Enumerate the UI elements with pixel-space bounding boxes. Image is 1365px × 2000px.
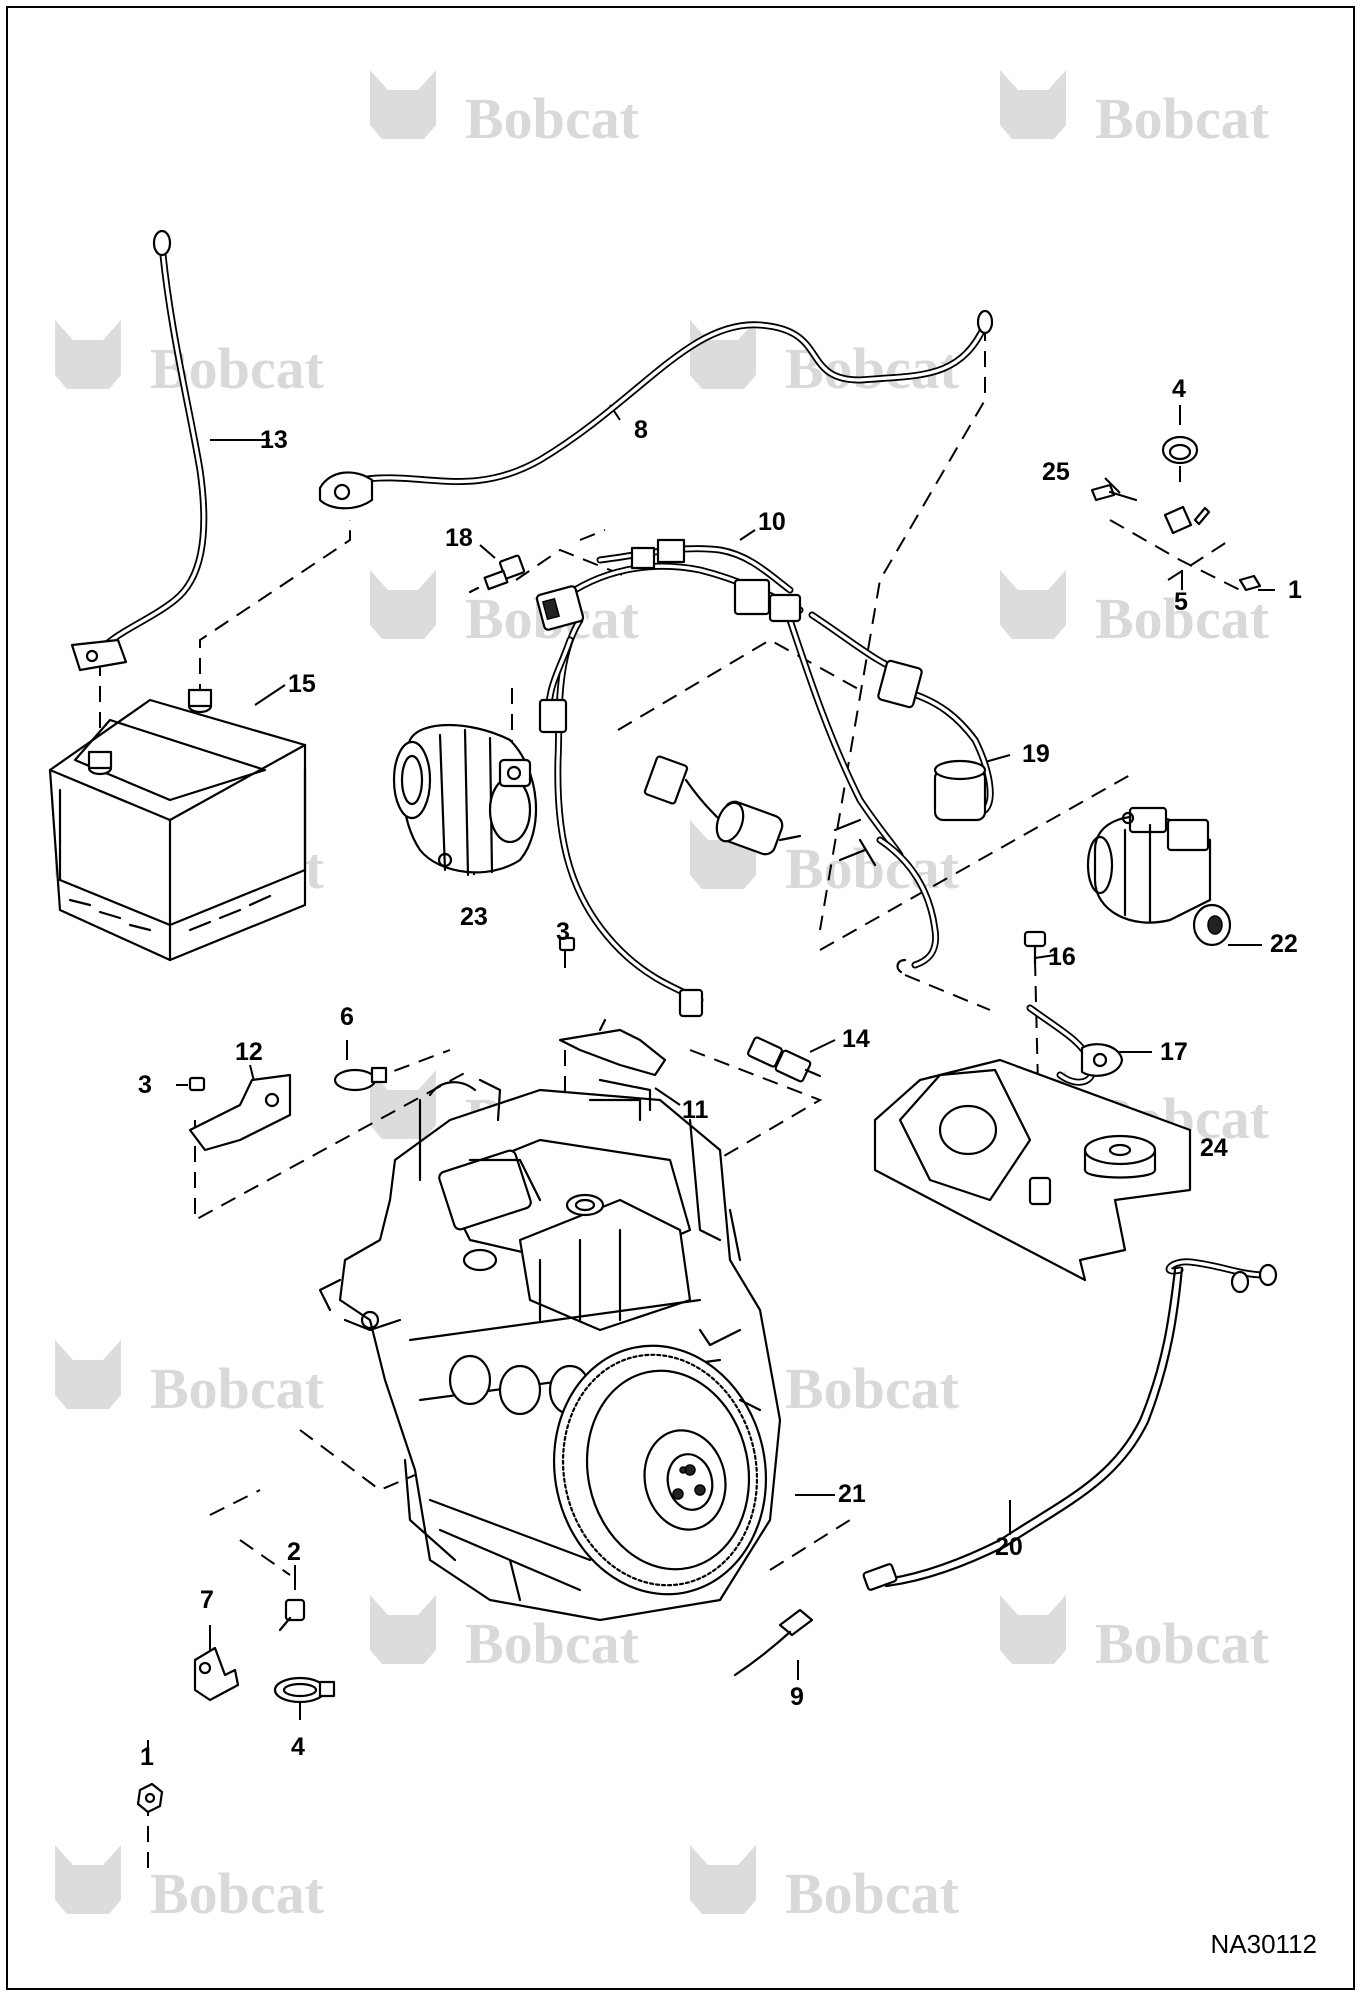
callout-24: 24 xyxy=(1200,1134,1228,1162)
callout-19: 19 xyxy=(1022,740,1050,768)
callout-15: 15 xyxy=(288,670,316,698)
watermark-text: Bobcat xyxy=(785,336,960,401)
watermark-text: Bobcat xyxy=(150,1861,325,1926)
watermark-text: Bobcat xyxy=(785,1861,960,1926)
sensor-cable xyxy=(733,1258,1278,1677)
battery xyxy=(48,688,307,962)
engine-mount-plate xyxy=(873,1058,1192,1282)
bobcat-logo-icon xyxy=(690,320,756,389)
bobcat-watermark: Bobcat xyxy=(1000,70,1270,151)
callout-10: 10 xyxy=(758,508,786,536)
positive-battery-cable xyxy=(318,309,994,510)
callout-3b: 3 xyxy=(138,1071,152,1099)
bobcat-logo-icon xyxy=(55,1340,121,1409)
watermark-text: Bobcat xyxy=(465,86,640,151)
bobcat-logo-icon xyxy=(370,570,436,639)
watermark-text: Bobcat xyxy=(1095,586,1270,651)
callout-21: 21 xyxy=(838,1480,866,1508)
bobcat-logo-icon xyxy=(55,320,121,389)
bobcat-logo-icon xyxy=(690,820,756,889)
watermark-text: Bobcat xyxy=(785,1356,960,1421)
callout-17: 17 xyxy=(1160,1038,1188,1066)
starter-motor xyxy=(1086,806,1232,947)
diagram-border xyxy=(6,6,1355,1990)
callout-4: 4 xyxy=(1172,375,1186,403)
watermark-text: Bobcat xyxy=(465,1611,640,1676)
callout-12: 12 xyxy=(235,1038,263,1066)
bobcat-watermark: Bobcat xyxy=(370,70,640,151)
solenoid-assembly xyxy=(643,755,802,856)
bobcat-logo-icon xyxy=(690,1845,756,1914)
callout-1b: 1 xyxy=(140,1743,154,1771)
ground-strap xyxy=(1023,930,1124,1086)
callout-8: 8 xyxy=(634,416,648,444)
bobcat-watermark: Bobcat xyxy=(1000,570,1270,651)
bobcat-watermark: Bobcat xyxy=(690,320,960,401)
bobcat-logo-icon xyxy=(55,1845,121,1914)
bobcat-watermark: Bobcat xyxy=(690,1845,960,1926)
callout-7: 7 xyxy=(200,1586,214,1614)
harness-brackets xyxy=(188,936,667,1152)
bobcat-watermark: Bobcat xyxy=(55,1845,325,1926)
engine-underside-lines xyxy=(403,1458,522,1602)
temperature-sensor xyxy=(468,554,526,594)
callout-1: 1 xyxy=(1288,576,1302,604)
document-number: NA30112 xyxy=(1210,1929,1318,1959)
callout-20: 20 xyxy=(995,1533,1023,1561)
callout-18: 18 xyxy=(445,524,473,552)
engine xyxy=(318,1078,782,1622)
watermark-text: Bobcat xyxy=(1095,86,1270,151)
wiring-harness xyxy=(535,538,940,1018)
bobcat-watermark: Bobcat xyxy=(55,320,325,401)
callout-5: 5 xyxy=(1174,588,1188,616)
watermark-text: Bobcat xyxy=(785,836,960,901)
oil-pressure-switch xyxy=(747,1036,822,1083)
bobcat-watermark: Bobcat xyxy=(55,1340,325,1421)
fuel-shutoff-solenoid xyxy=(877,659,994,822)
watermark-text: Bobcat xyxy=(150,1356,325,1421)
callout-3: 3 xyxy=(556,918,570,946)
clamp-and-bracket-top xyxy=(1090,435,1262,592)
callout-23: 23 xyxy=(460,903,488,931)
bobcat-watermark: Bobcat xyxy=(690,820,960,901)
callout-14: 14 xyxy=(842,1025,870,1053)
callout-9: 9 xyxy=(790,1683,804,1711)
negative-battery-cable xyxy=(70,229,208,672)
bobcat-logo-icon xyxy=(1000,1595,1066,1664)
callout-6: 6 xyxy=(340,1003,354,1031)
callout-25: 25 xyxy=(1042,458,1070,486)
callout-2: 2 xyxy=(287,1538,301,1566)
callout-13: 13 xyxy=(260,426,288,454)
callout-11: 11 xyxy=(682,1096,709,1124)
watermark-text: Bobcat xyxy=(1095,1611,1270,1676)
bobcat-logo-icon xyxy=(1000,70,1066,139)
alternator xyxy=(392,724,538,877)
callout-22: 22 xyxy=(1270,930,1298,958)
bobcat-logo-icon xyxy=(370,1595,436,1664)
callout-4b: 4 xyxy=(291,1733,305,1761)
bobcat-logo-icon xyxy=(370,70,436,139)
callout-16: 16 xyxy=(1048,943,1076,971)
bobcat-watermark: Bobcat xyxy=(1000,1595,1270,1676)
clamp-and-bracket-bottom xyxy=(136,1598,336,1814)
bobcat-watermark: Bobcat xyxy=(370,1595,640,1676)
bobcat-logo-icon xyxy=(1000,570,1066,639)
